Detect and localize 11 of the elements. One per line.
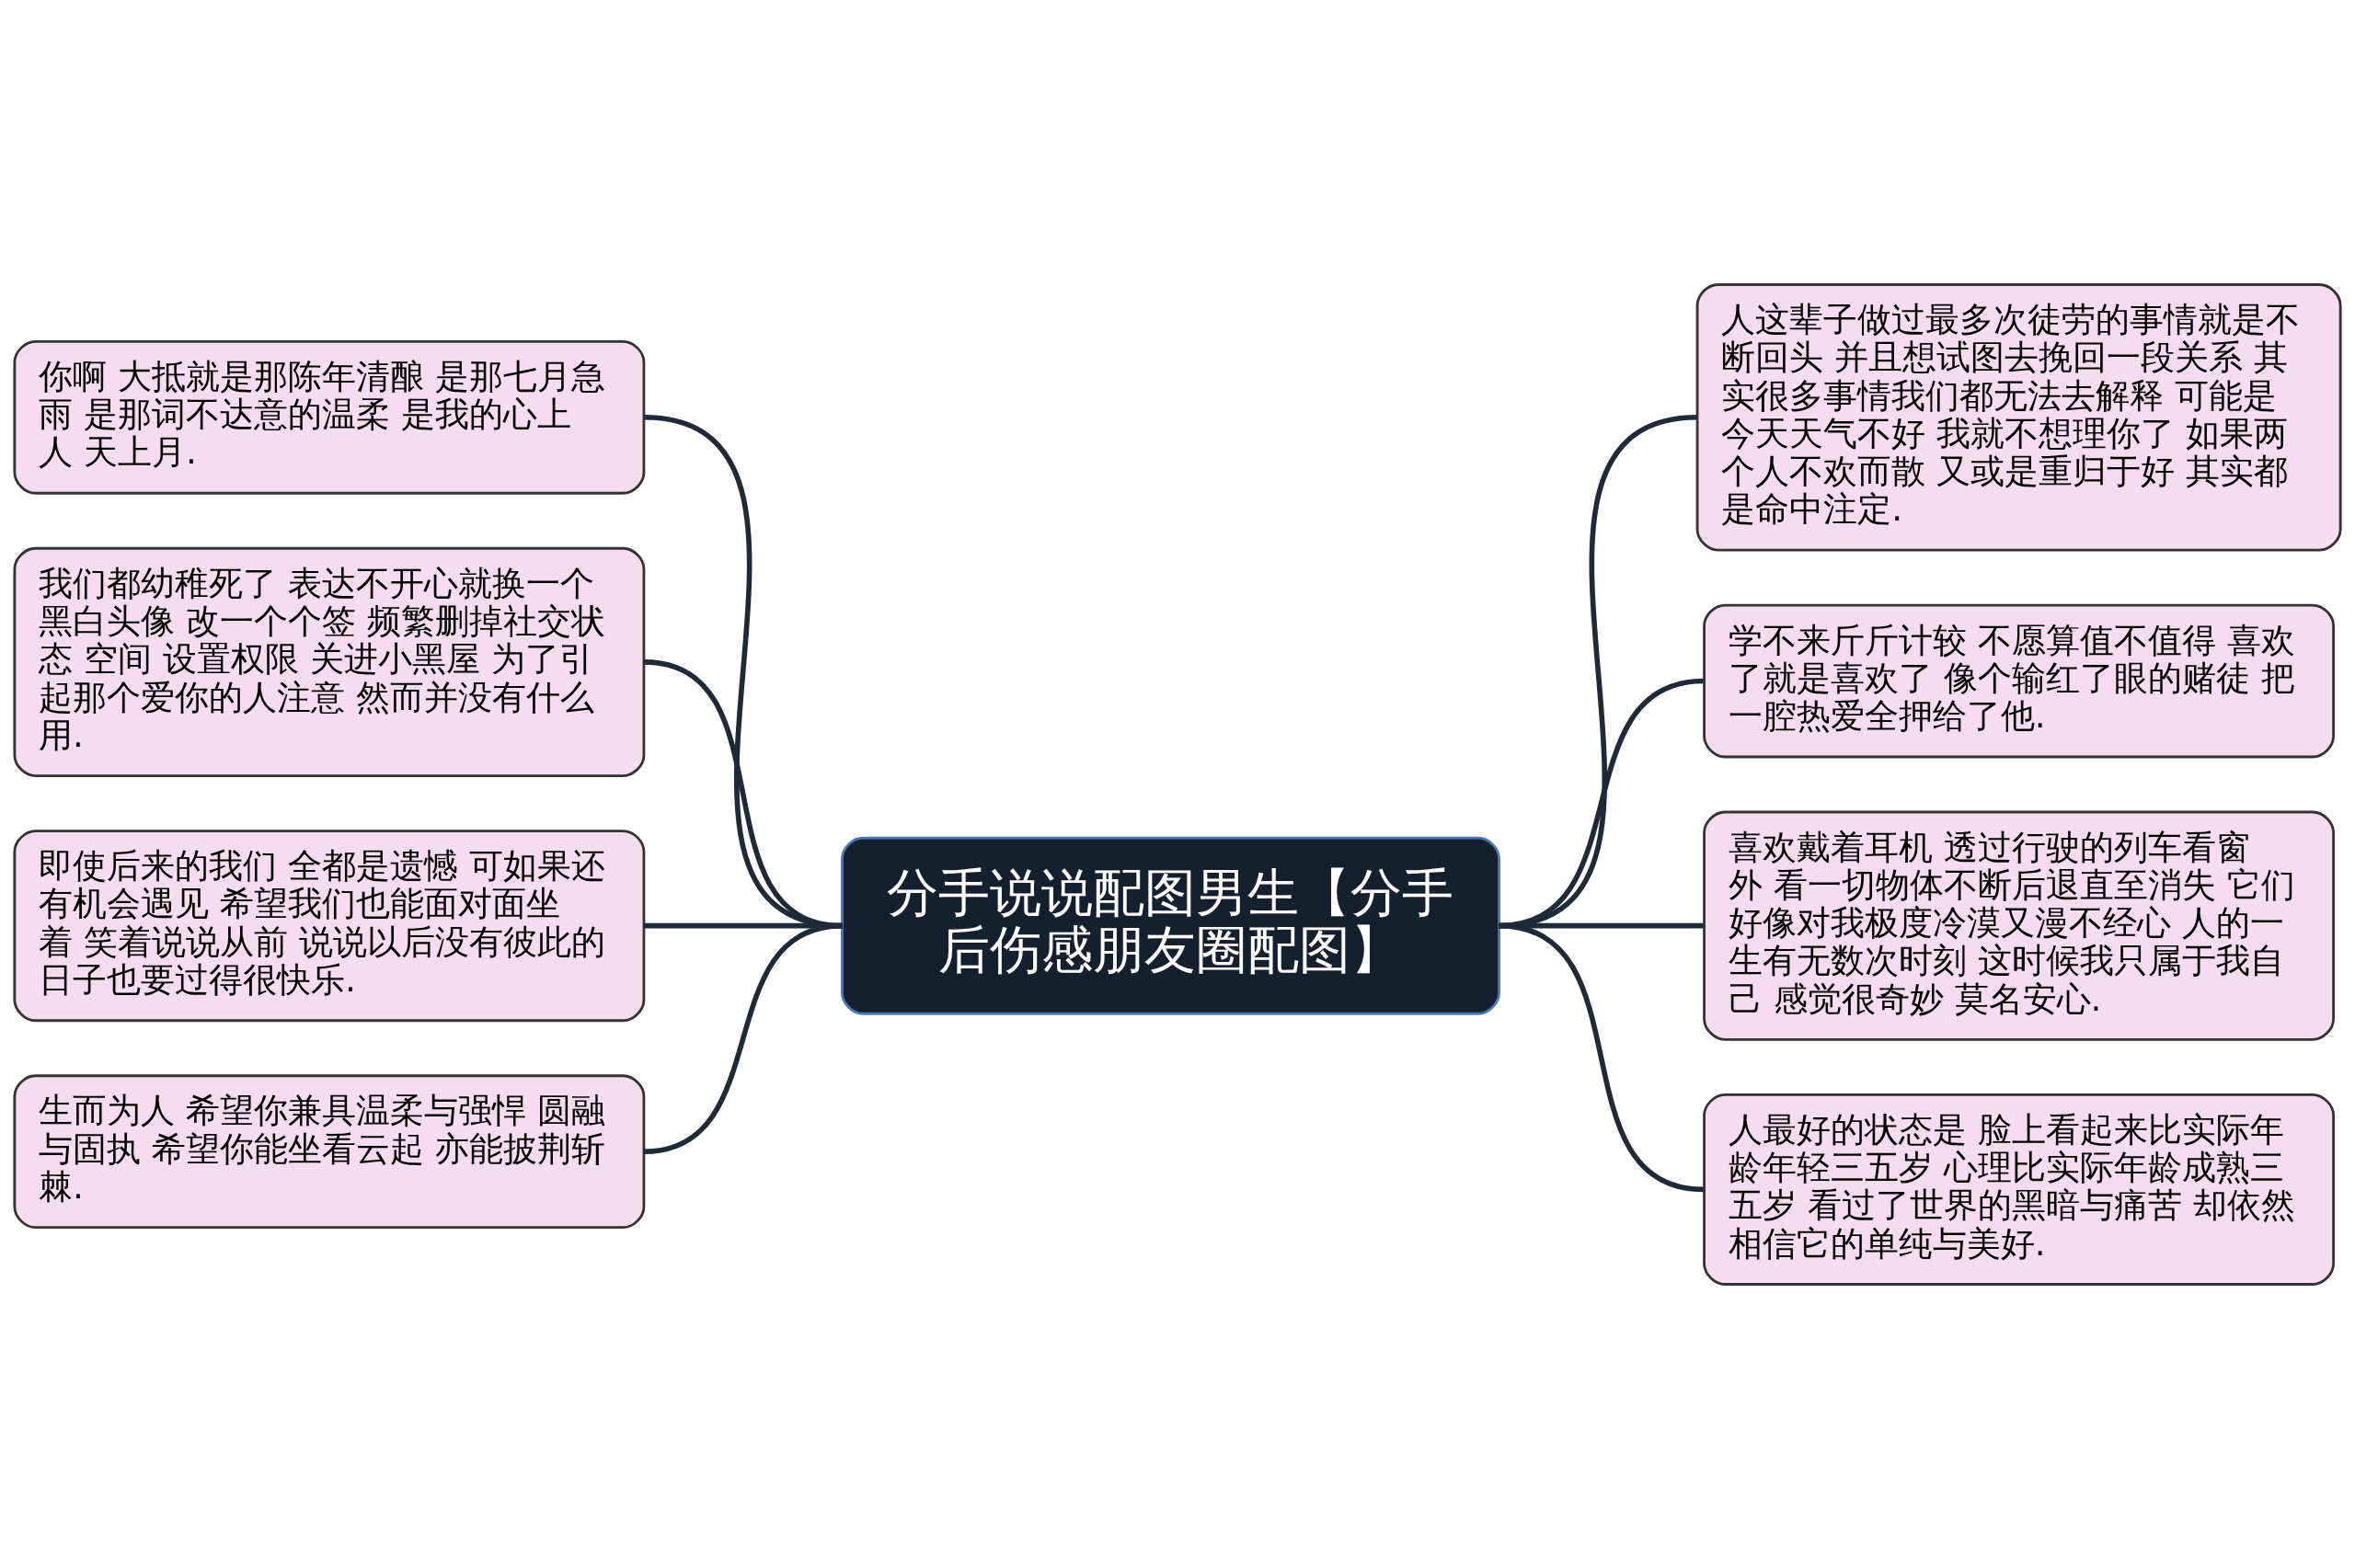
node-box: 即使后来的我们 全都是遗憾 可如果还有机会遇见 希望我们也能面对面坐着 笑着说说从前 说说以后没有彼此的日子也要过得很快乐. — [13, 829, 646, 1022]
node-box: 人最好的状态是 脸上看起来比实际年龄年轻三五岁 心理比实际年龄成熟三五岁 看过了世界的黑暗与痛苦 却依然相信它的单纯与美好. — [1703, 1093, 2336, 1286]
node-box: 生而为人 希望你兼具温柔与强悍 圆融与固执 希望你能坐看云起 亦能披荆斩棘. — [13, 1073, 646, 1229]
node-box: 分手说说配图男生【分手后伤感朋友圈配图】 — [841, 836, 1500, 1015]
node-box: 你啊 大抵就是那陈年清酿 是那七月急雨 是那词不达意的温柔 是我的心上人 天上月. — [13, 339, 646, 495]
node-box: 学不来斤斤计较 不愿算值不值得 喜欢了就是喜欢了 像个输红了眼的赌徒 把一腔热爱全押给了他. — [1703, 603, 2336, 758]
node-box: 喜欢戴着耳机 透过行驶的列车看窗外 看一切物体不断后退直至消失 它们好像对我极度冷漠又漫不经心 人的一生有无数次时刻 这时候我只属于我自己 感觉很奇妙 莫名安心. — [1703, 810, 2336, 1041]
node-box: 我们都幼稚死了 表达不开心就换一个黑白头像 改一个个签 频繁删掉社交状态 空间 设置权限 关进小黑屋 为了引起那个爱你的人注意 然而并没有什么用. — [13, 546, 646, 777]
node-box: 人这辈子做过最多次徒劳的事情就是不断回头 并且想试图去挽回一段关系 其实很多事情我们都无法去解释 可能是今天天气不好 我就不想理你了 如果两个人不欢而散 又或是重归于好 其实都是命中注定. — [1695, 282, 2342, 552]
connector — [1499, 922, 1705, 1192]
connector — [643, 922, 843, 1154]
